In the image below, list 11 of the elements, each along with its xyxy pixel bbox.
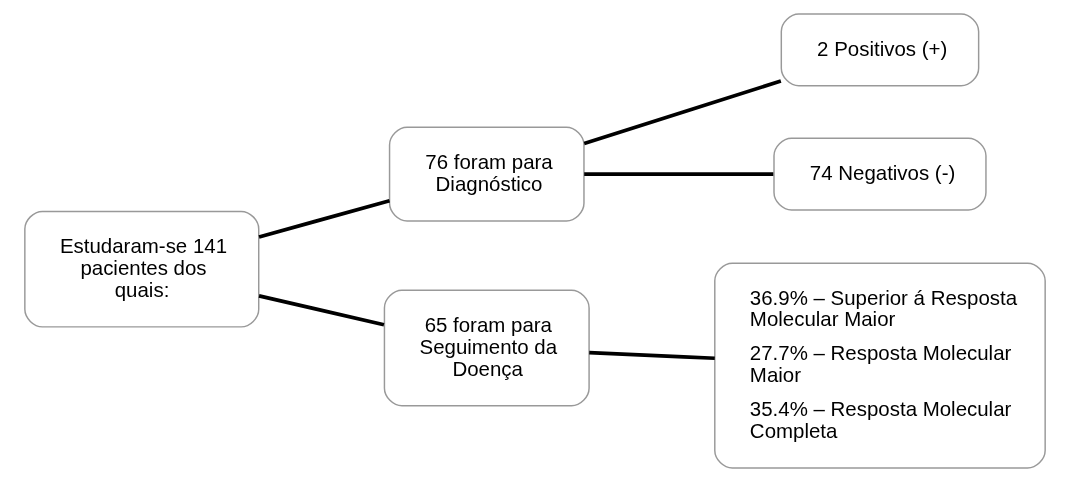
connector [583, 172, 773, 176]
node-box: 74 Negativos (-) [772, 137, 987, 211]
connector [588, 350, 715, 361]
node-box: 65 foram para Seguimento da Doença [383, 289, 590, 407]
connector [258, 198, 390, 239]
node-box: 76 foram para Diagnóstico [388, 126, 585, 222]
node-box: 36.9% – Superior á Resposta Molecular Maior 27.7% – Resposta Molecular Maior 35.4% – Resposta Molecular Completa [713, 262, 1046, 469]
node-box: Estudaram-se 141 pacientes dos quais: [23, 210, 259, 328]
connector [583, 79, 781, 146]
node-box: 2 Positivos (+) [780, 13, 979, 87]
connector [258, 294, 384, 327]
